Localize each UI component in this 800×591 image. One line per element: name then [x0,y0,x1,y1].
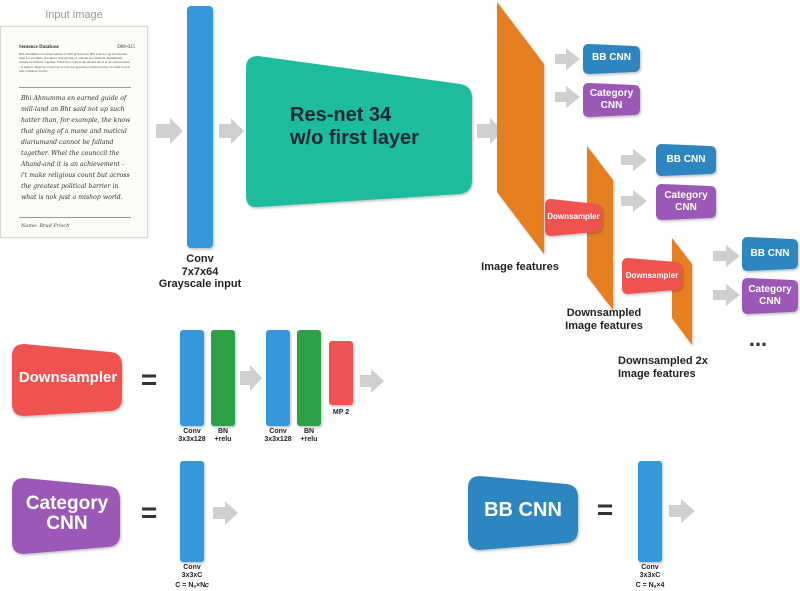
resnet34-block [246,56,472,208]
arrow-ds1-to-category-2 [621,190,647,212]
ds-bn-1-label: BN +relu [214,428,232,444]
ds-conv-2-label: Conv 3x3x128 [264,428,292,444]
arrow-ds1-to-bbcnn-2 [621,149,647,171]
arrow-features-to-category-1 [555,86,580,108]
arrow-resnet-to-features [477,118,503,144]
bb-cnn-label-1: BB CNN [592,52,631,63]
equals-sign-downsampler: = [140,364,158,395]
downsampler-label-2: Downsampler [625,271,679,280]
category-cnn-label-1: Category CNN [589,88,634,111]
document-id: D06-025 [117,45,135,50]
document-handwriting: Bhi Ahnumma en earned guide of mill-land… [21,95,131,201]
more-levels-ellipsis: ... [748,326,768,351]
category-conv-block [180,461,204,562]
bb-c-formula: C = Nₐ×4 [635,582,665,589]
bb-arrow-out [669,499,695,523]
bb-cnn-legend-block [468,476,578,550]
ds-conv-1 [180,330,204,426]
ds-maxpool-label: MP 2 [332,409,350,416]
document-rule-top [19,87,131,88]
bb-cnn-legend-label: BB CNN [484,499,562,521]
arrow-ds2-to-category-3 [713,284,740,306]
downsampled-2x-features-label: Downsampled 2x Image features [618,355,708,380]
bb-cnn-label-2: BB CNN [666,154,706,165]
conv-7x7-block [187,6,213,248]
bb-conv-block [638,461,662,562]
downsampler-label-1: Downsampler [547,212,600,221]
ds-conv-1-label: Conv 3x3x128 [178,428,206,444]
category-cnn-head-3 [742,278,798,314]
ds-maxpool [329,341,353,405]
category-cnn-head-1 [583,83,640,117]
downsampled-2x-features-map [672,238,692,345]
bb-cnn-head-3 [742,237,798,271]
equals-sign-bb: = [596,494,614,525]
bb-conv-label: Conv 3x3xC [639,564,661,580]
ds-arrow-out [360,369,384,393]
category-c-formula: C = Nₐ×N𝑐 [175,582,209,589]
bb-cnn-head-1 [583,44,640,74]
arrow-features-to-bbcnn-1 [555,48,580,70]
ds-bn-2 [297,330,321,426]
ds-conv-2 [266,330,290,426]
category-cnn-legend-block [12,478,120,554]
document-rule-bottom [19,217,131,218]
category-cnn-label-2: Category CNN [664,190,708,213]
input-document-image: Sentence Database D06-025 Bhi Ahnumma en… [0,26,148,238]
category-cnn-legend-label: Category CNN [25,493,109,534]
downsampled-features-label: Downsampled Image features [565,307,643,332]
bb-cnn-head-2 [656,144,716,176]
category-conv-label: Conv 3x3xC [181,564,203,580]
ds-arrow-1 [240,365,262,391]
downsampler-block-2 [622,258,682,294]
bb-cnn-label-3: BB CNN [750,248,790,259]
arrow-ds2-to-bbcnn-3 [713,245,740,267]
resnet-label: Res-net 34 w/o first layer [290,104,419,149]
input-image-title: Input image [45,9,103,21]
downsampler-legend-label: Downsampler [18,369,118,386]
equals-sign-category: = [140,497,158,528]
category-cnn-head-2 [656,184,716,220]
conv-first-label: Conv 7x7x64 Grayscale input [158,253,242,291]
document-printed-text: Bhi Ahnumma en earned guide of mill grou… [19,52,130,73]
image-features-label: Image features [481,261,559,273]
ds-bn-1 [211,330,235,426]
document-header: Sentence Database [19,45,59,50]
category-cnn-label-3: Category CNN [748,284,792,307]
image-features-map [497,2,544,254]
downsampler-block-1 [545,199,602,236]
category-arrow-out [213,501,238,525]
arrow-conv-to-resnet [219,118,244,144]
downsampler-legend-block [12,344,122,416]
document-signature: Name: Brud Frisch [21,223,70,229]
arrow-input-to-conv [156,118,183,144]
ds-bn-2-label: BN +relu [300,428,318,444]
